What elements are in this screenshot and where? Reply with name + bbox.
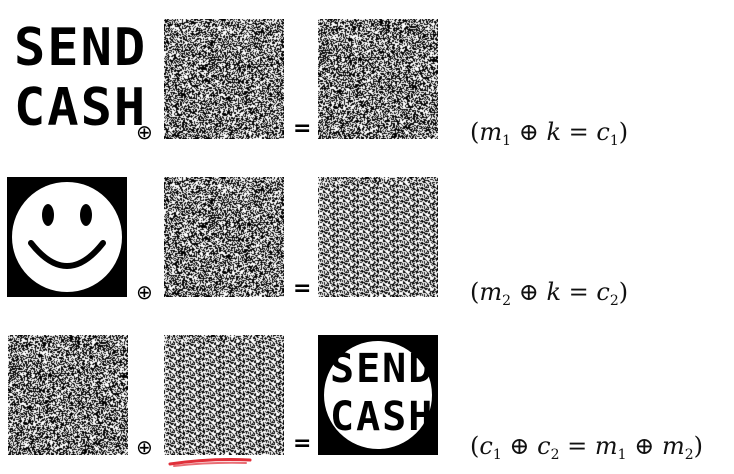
key-noise-image [164,19,284,139]
ciphertext-c2-image [318,177,438,297]
equals-sign: = [293,276,312,301]
ciphertext-c1-image [8,335,128,455]
send-cash-line2: CASH [14,78,148,138]
send-cash-line1: SEND [14,18,148,78]
xor-operator: ⊕ [136,435,153,459]
equation-m2-xor-k: (m2 ⊕ k = c2) [470,278,629,309]
result-cash-text: CASH [330,394,435,440]
ciphertext-c2-image [164,335,284,455]
red-underline-annotation [168,458,252,467]
xor-result-image: SEND CASH [318,335,438,455]
smiley-face-image [7,177,127,297]
xor-operator: ⊕ [136,280,153,304]
equals-sign: = [293,431,312,456]
equals-sign: = [293,116,312,141]
result-send-text: SEND [330,346,435,392]
key-noise-image [164,177,284,297]
ciphertext-c1-image [318,19,438,139]
equation-c1-xor-c2: (c1 ⊕ c2 = m1 ⊕ m2) [470,432,704,463]
equation-m1-xor-k: (m1 ⊕ k = c1) [470,118,629,149]
xor-operator: ⊕ [136,120,153,144]
